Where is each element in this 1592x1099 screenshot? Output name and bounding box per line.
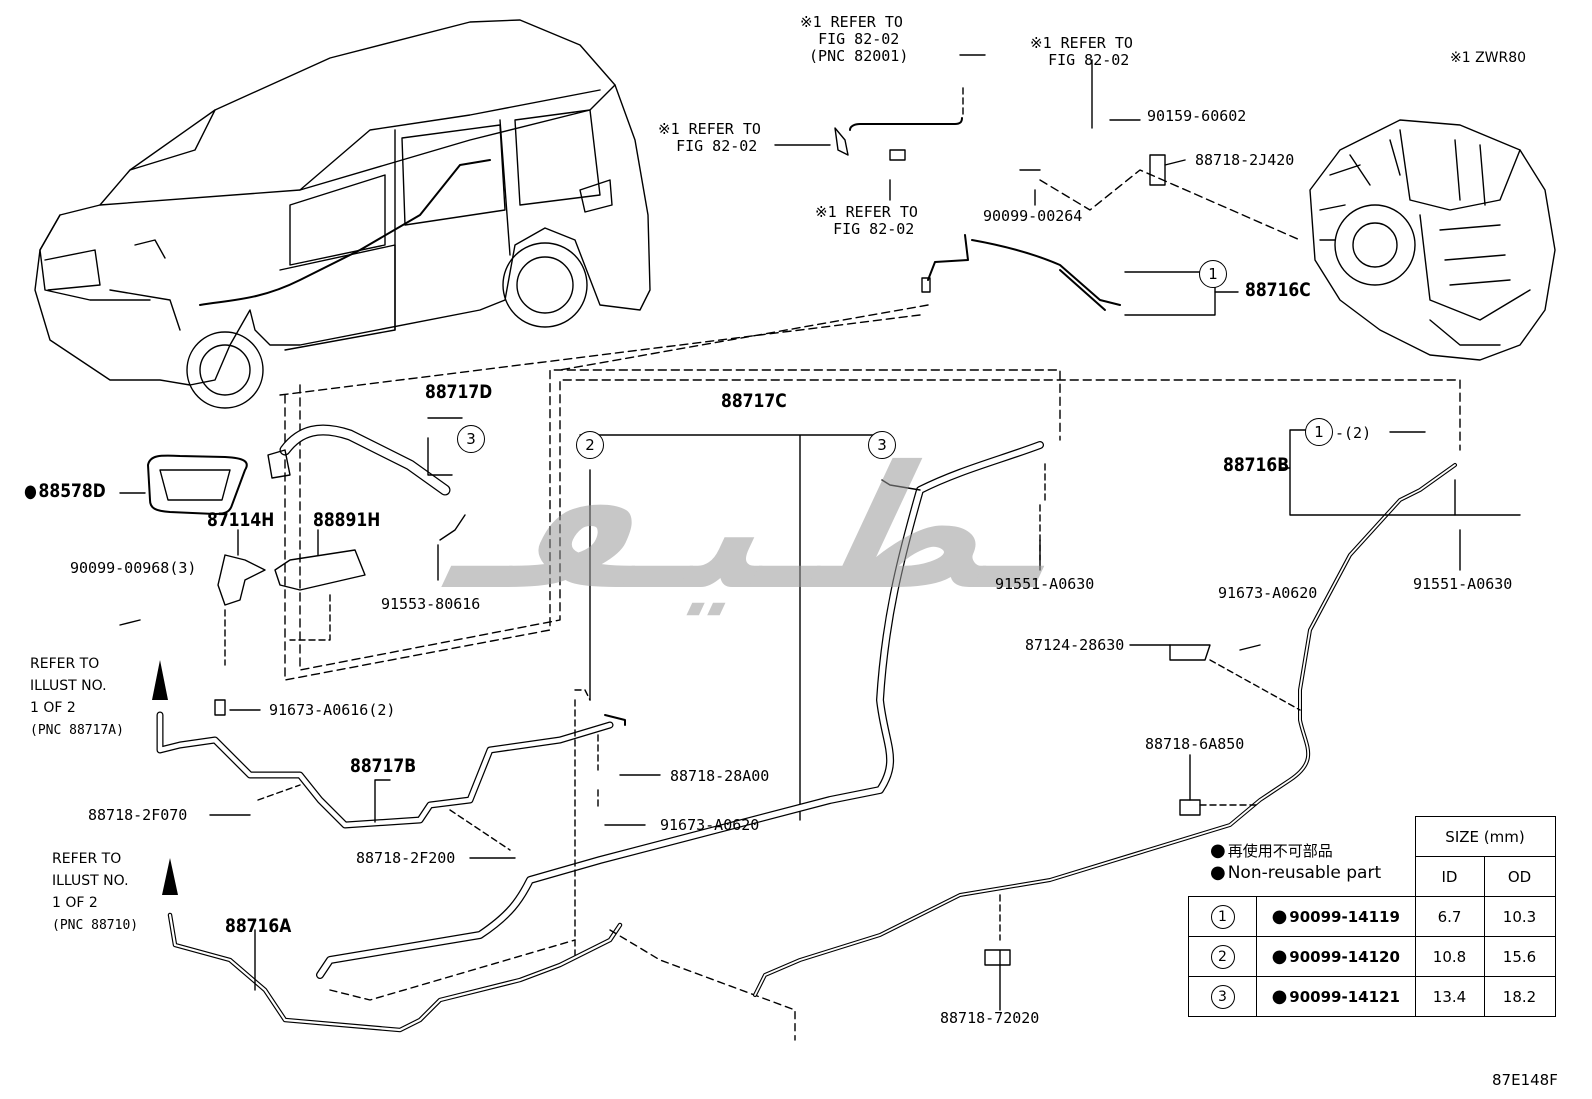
- part-label: 91551-A0630: [1413, 575, 1513, 593]
- part-label: 88718-2F070: [88, 806, 188, 824]
- size-id: 6.7: [1414, 896, 1485, 937]
- col-id: ID: [1414, 856, 1485, 897]
- table-row: 1 90099-14119 6.7 10.3: [1188, 896, 1556, 937]
- part-label: 88717B: [350, 755, 417, 777]
- model-note: ※1 ZWR80: [1450, 50, 1527, 66]
- part-label: 87114H: [207, 509, 275, 531]
- part-label: 88718-6A850: [1145, 735, 1245, 753]
- refer-note: ※1 REFER TO FIG 82-02 (PNC 82001): [800, 13, 909, 65]
- part-label: 91673-A0620: [1218, 584, 1318, 602]
- size-id: 10.8: [1414, 936, 1485, 977]
- part-label: 88718-2J420: [1195, 151, 1295, 169]
- engine-illustration: [1309, 119, 1556, 361]
- col-od: OD: [1483, 856, 1556, 897]
- size-od: 15.6: [1483, 936, 1556, 977]
- refer-note: ※1 REFER TO FIG 82-02: [1030, 34, 1133, 69]
- part-label: 88718-2F200: [356, 849, 456, 867]
- part-label: 91673-A0620: [660, 816, 760, 834]
- refer-note: ※1 REFER TO FIG 82-02: [815, 203, 918, 238]
- mark: 2: [1210, 944, 1235, 969]
- part-label: 88717C: [721, 390, 787, 412]
- part-no: 90099-14119: [1256, 896, 1416, 937]
- mark: 3: [1210, 984, 1235, 1009]
- refer-note: ※1 REFER TO FIG 82-02: [658, 120, 761, 155]
- watermark-logo: ـطـيـڡـ: [423, 430, 1106, 628]
- part-label: 88891H: [313, 509, 381, 531]
- part-label: 90099-00264: [983, 207, 1083, 225]
- part-label: 91553-80616: [381, 595, 481, 613]
- part-label: 90099-00968(3): [70, 559, 197, 577]
- legend-jp: 再使用不可部品: [1210, 842, 1333, 860]
- part-label: 88718-72020: [940, 1009, 1040, 1027]
- part-label: 88718-28A00: [670, 767, 770, 785]
- legend-en: Non-reusable part: [1210, 864, 1381, 882]
- part-label: 88716C: [1245, 279, 1311, 301]
- callout-3: 3: [457, 425, 485, 453]
- vehicle-illustration: [34, 19, 651, 409]
- figure-id: 87E148F: [1492, 1071, 1558, 1089]
- size-od: 10.3: [1483, 896, 1556, 937]
- part-no: 90099-14120: [1256, 936, 1416, 977]
- part-label: 87124-28630: [1025, 636, 1125, 654]
- part-label: -(2): [1335, 424, 1372, 442]
- part-label: 90159-60602: [1147, 107, 1247, 125]
- part-label: 88716B: [1223, 454, 1290, 476]
- callout-1: 1: [1199, 260, 1227, 288]
- part-label: 88717D: [425, 381, 493, 403]
- size-header: SIZE (mm): [1414, 816, 1556, 857]
- part-no: 90099-14121: [1256, 976, 1416, 1017]
- table-row: 2 90099-14120 10.8 15.6: [1188, 936, 1556, 977]
- callout-2: 2: [576, 431, 604, 459]
- part-label: 91673-A0616(2): [269, 701, 396, 719]
- size-od: 18.2: [1483, 976, 1556, 1017]
- part-label: 88716A: [225, 915, 292, 937]
- table-row: 3 90099-14121 13.4 18.2: [1188, 976, 1556, 1017]
- mark: 1: [1210, 904, 1235, 929]
- part-label: 91551-A0630: [995, 575, 1095, 593]
- callout-3: 3: [868, 431, 896, 459]
- part-label: 88578D: [24, 482, 106, 501]
- callout-1: 1: [1305, 418, 1333, 446]
- size-table: SIZE (mm) ID OD 1 90099-14119 6.7 10.3 2…: [1188, 816, 1556, 1017]
- size-id: 13.4: [1414, 976, 1485, 1017]
